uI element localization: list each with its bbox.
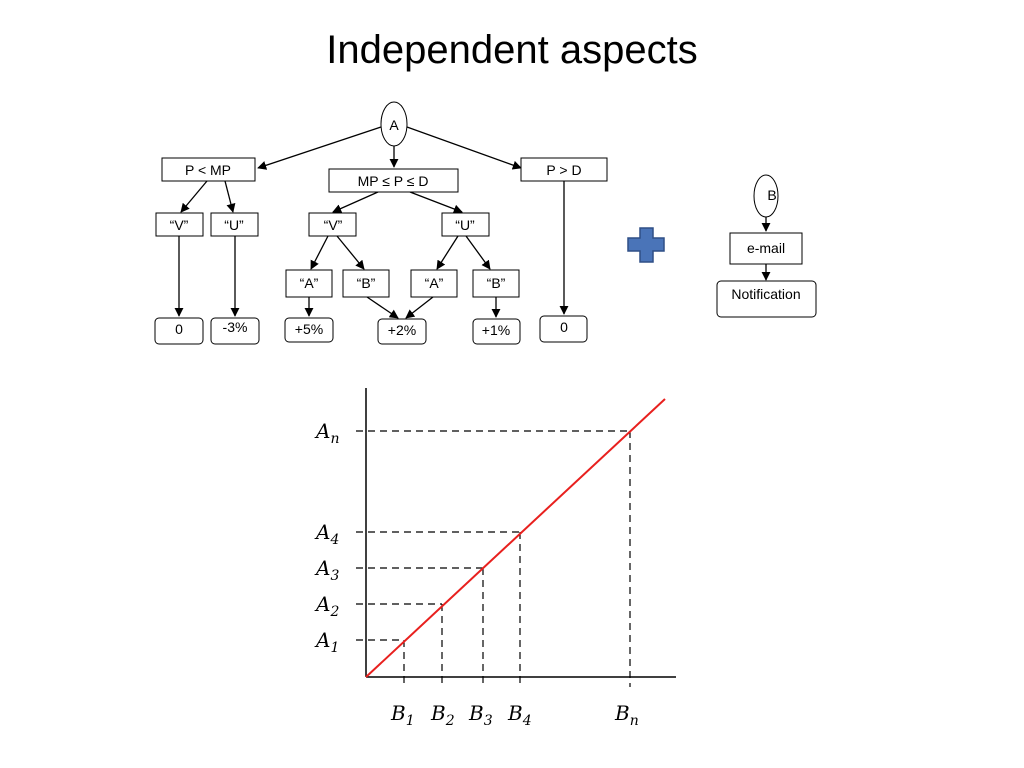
y-label-an: An: [314, 419, 339, 447]
node-b-root: B: [753, 174, 779, 218]
edge-u-a-result: [405, 296, 434, 319]
result-v-a-label: +5%: [295, 321, 323, 337]
result-u-b-label: +1%: [482, 322, 510, 338]
linear-relation-line: [365, 398, 666, 678]
y-label-a2: A2: [314, 592, 339, 620]
node-left-condition-label: P < MP: [185, 162, 231, 178]
node-a-root: A: [380, 101, 408, 147]
result-b: +2%: [377, 318, 427, 345]
result-left-v-label: 0: [175, 321, 183, 337]
node-left-v-label: “V”: [170, 217, 189, 233]
result-right: 0: [539, 315, 588, 343]
node-right-condition: P > D: [520, 157, 608, 182]
node-v-b-label: “B”: [357, 275, 376, 291]
edge-u-a: [436, 235, 459, 270]
edge-v-b: [336, 235, 365, 270]
edge-mid-u: [409, 191, 463, 214]
node-u-b-label: “B”: [487, 275, 506, 291]
result-left-u: -3%: [210, 317, 260, 345]
x-label-b1: B1: [390, 701, 415, 729]
node-left-condition: P < MP: [161, 157, 256, 182]
node-left-u-label: “U”: [224, 217, 244, 233]
edge-a-left: [257, 126, 382, 170]
edge-left-v: [180, 180, 208, 213]
result-v-a: +5%: [284, 317, 334, 343]
node-v-a-label: “A”: [300, 275, 319, 291]
node-u-a: “A”: [410, 269, 458, 298]
node-middle-condition: MP ≤ P ≤ D: [328, 168, 459, 193]
node-mid-v: “V”: [308, 212, 357, 237]
tree-a-edges: [174, 126, 569, 319]
result-right-label: 0: [560, 319, 568, 335]
node-b-root-label: B: [767, 187, 776, 203]
x-label-b2: B2: [430, 701, 455, 729]
graph: An A4 A3 A2 A1 B1 B2 B3 B4 Bn: [314, 388, 676, 729]
edge-u-b: [465, 235, 491, 270]
node-u-a-label: “A”: [425, 275, 444, 291]
edge-v-a: [310, 235, 329, 270]
result-b-label: +2%: [388, 322, 416, 338]
y-label-a4: A4: [314, 520, 339, 548]
node-email-label: e-mail: [747, 240, 785, 256]
edge-a-right: [406, 126, 522, 170]
edge-mid-v: [332, 191, 379, 213]
node-left-u: “U”: [210, 212, 259, 237]
result-left-u-label: -3%: [223, 319, 248, 335]
node-middle-condition-label: MP ≤ P ≤ D: [358, 173, 429, 189]
result-left-v: 0: [154, 317, 204, 345]
edge-v-b-result: [366, 296, 399, 319]
x-label-b4: B4: [507, 701, 532, 729]
x-label-b3: B3: [468, 701, 493, 729]
page-title: Independent aspects: [326, 28, 698, 72]
plus-icon: [627, 227, 665, 263]
node-a-root-label: A: [389, 117, 399, 133]
y-label-a1: A1: [314, 628, 339, 656]
node-left-v: “V”: [155, 212, 204, 237]
node-mid-v-label: “V”: [324, 217, 343, 233]
node-mid-u: “U”: [441, 212, 490, 237]
node-email: e-mail: [729, 232, 803, 265]
result-u-b: +1%: [472, 318, 521, 345]
node-notification: Notification: [716, 280, 817, 318]
node-v-a: “A”: [285, 269, 333, 298]
node-v-b: “B”: [342, 269, 390, 298]
node-right-condition-label: P > D: [546, 162, 581, 178]
node-u-b: “B”: [472, 269, 520, 298]
edge-left-u: [224, 180, 236, 213]
y-label-a3: A3: [314, 556, 339, 584]
x-label-bn: Bn: [614, 701, 639, 729]
node-notification-label: Notification: [731, 286, 800, 302]
node-mid-u-label: “U”: [455, 217, 475, 233]
